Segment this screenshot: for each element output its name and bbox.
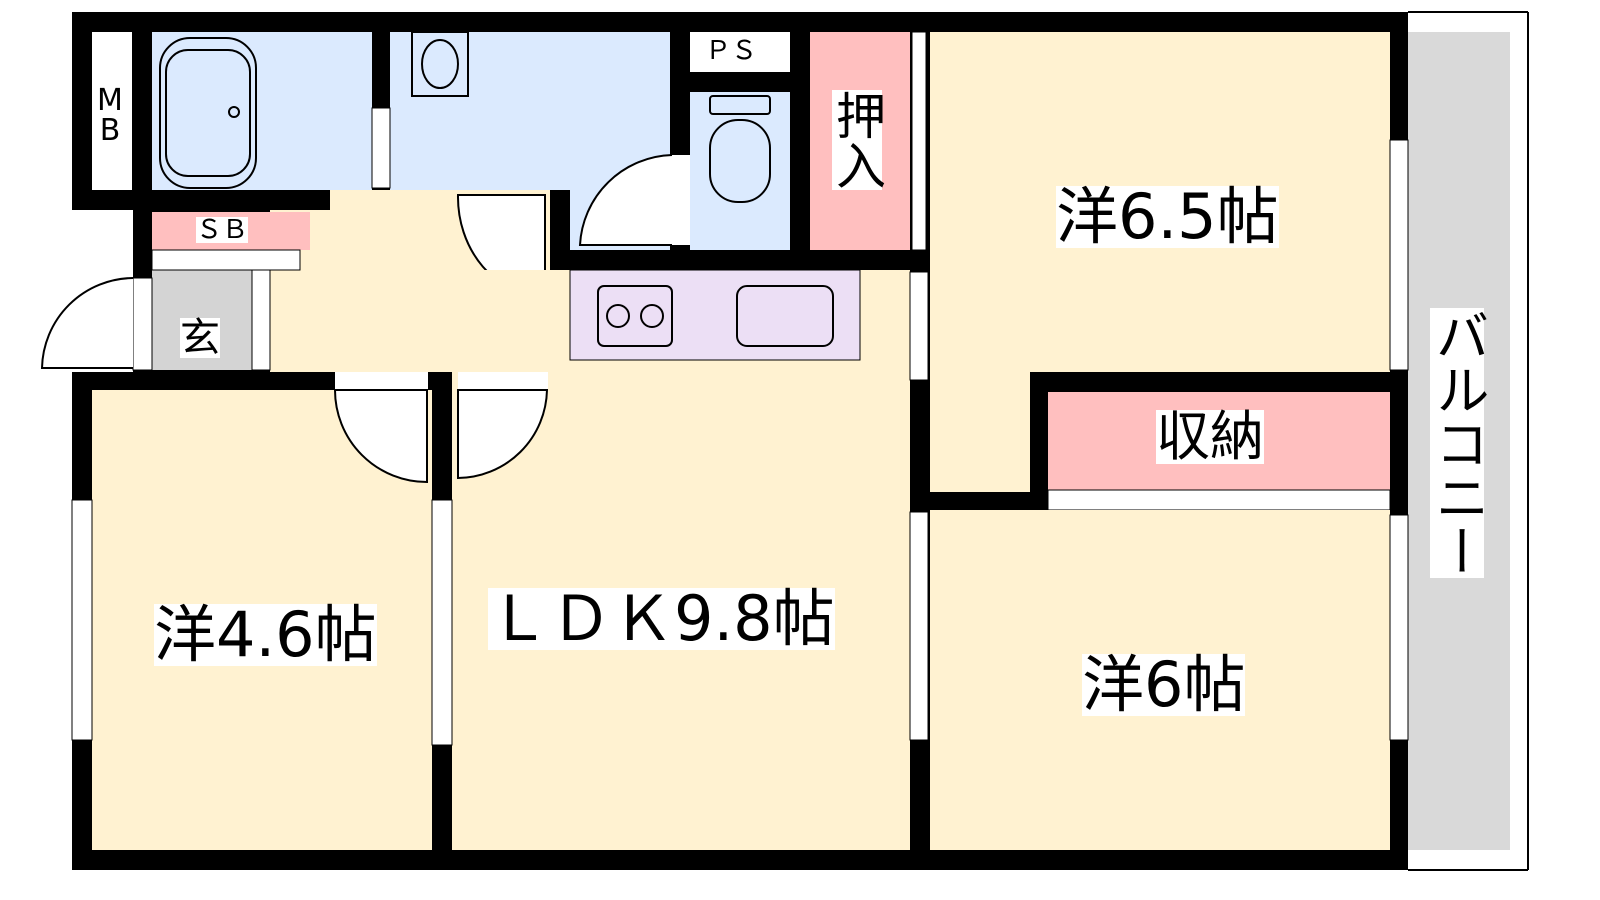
label-western-4-6: 洋4.6帖 — [154, 598, 377, 671]
label-oshiire: 押入 — [828, 90, 886, 190]
sink-icon — [411, 31, 469, 97]
label-storage: 収納 — [1156, 405, 1264, 468]
washroom — [390, 32, 670, 190]
bathtub-icon — [159, 37, 257, 189]
label-western-6: 洋6帖 — [1082, 648, 1246, 721]
kitchen-sink-icon — [736, 285, 834, 347]
toilet-room — [690, 92, 790, 250]
label-sb: ＳＢ — [196, 215, 249, 245]
label-genkan: 玄 — [180, 315, 220, 361]
bathroom — [152, 32, 372, 190]
label-ps: ＰＳ — [705, 36, 758, 66]
ldk-room — [452, 270, 910, 850]
label-western-6-5: 洋6.5帖 — [1056, 180, 1279, 253]
label-mb: MB — [96, 83, 124, 148]
toilet-icon — [709, 95, 771, 115]
label-ldk: ＬＤＫ9.8帖 — [488, 582, 835, 655]
stove-icon — [597, 285, 673, 347]
label-balcony: バルコニー — [1426, 308, 1489, 578]
